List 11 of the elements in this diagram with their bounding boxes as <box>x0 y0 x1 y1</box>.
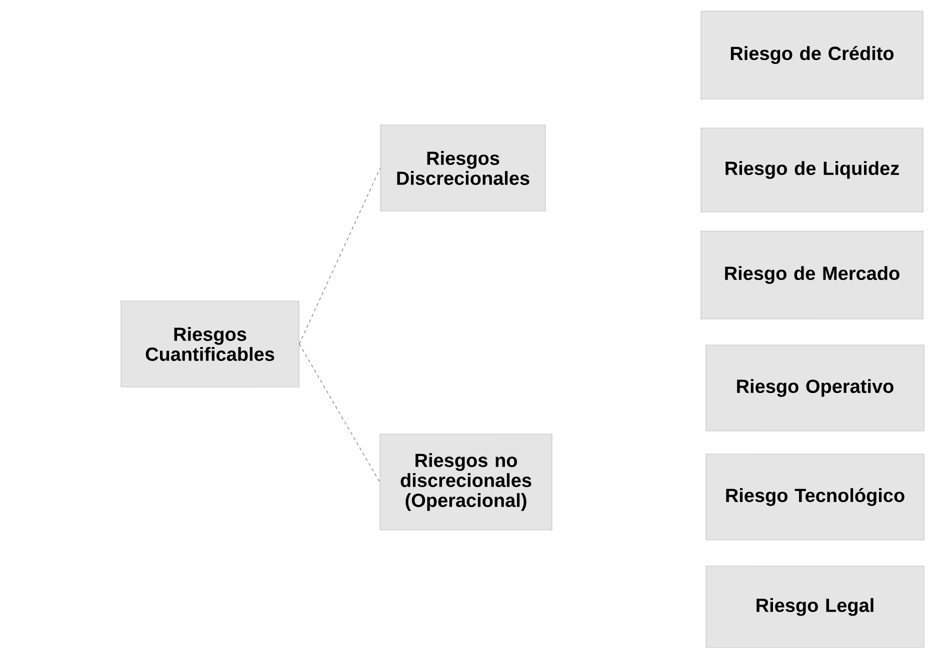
connector-line <box>299 344 380 482</box>
risk-box: Riesgos Cuantificables <box>120 300 300 388</box>
risk-box: Riesgo de Crédito <box>700 10 924 100</box>
risk-box: Riesgo Tecnológico <box>706 454 924 540</box>
risk-box: Riesgo de Mercado <box>700 230 924 320</box>
connector-line <box>299 168 380 344</box>
risk-box: Riesgos Discrecionales <box>380 124 546 212</box>
risk-box: Riesgo Operativo <box>706 344 924 432</box>
risk-box: Riesgos no discrecionales (Operacional) <box>380 434 552 530</box>
risk-box: Riesgo de Liquidez <box>700 128 924 212</box>
risk-box: Riesgo Legal <box>706 566 924 648</box>
